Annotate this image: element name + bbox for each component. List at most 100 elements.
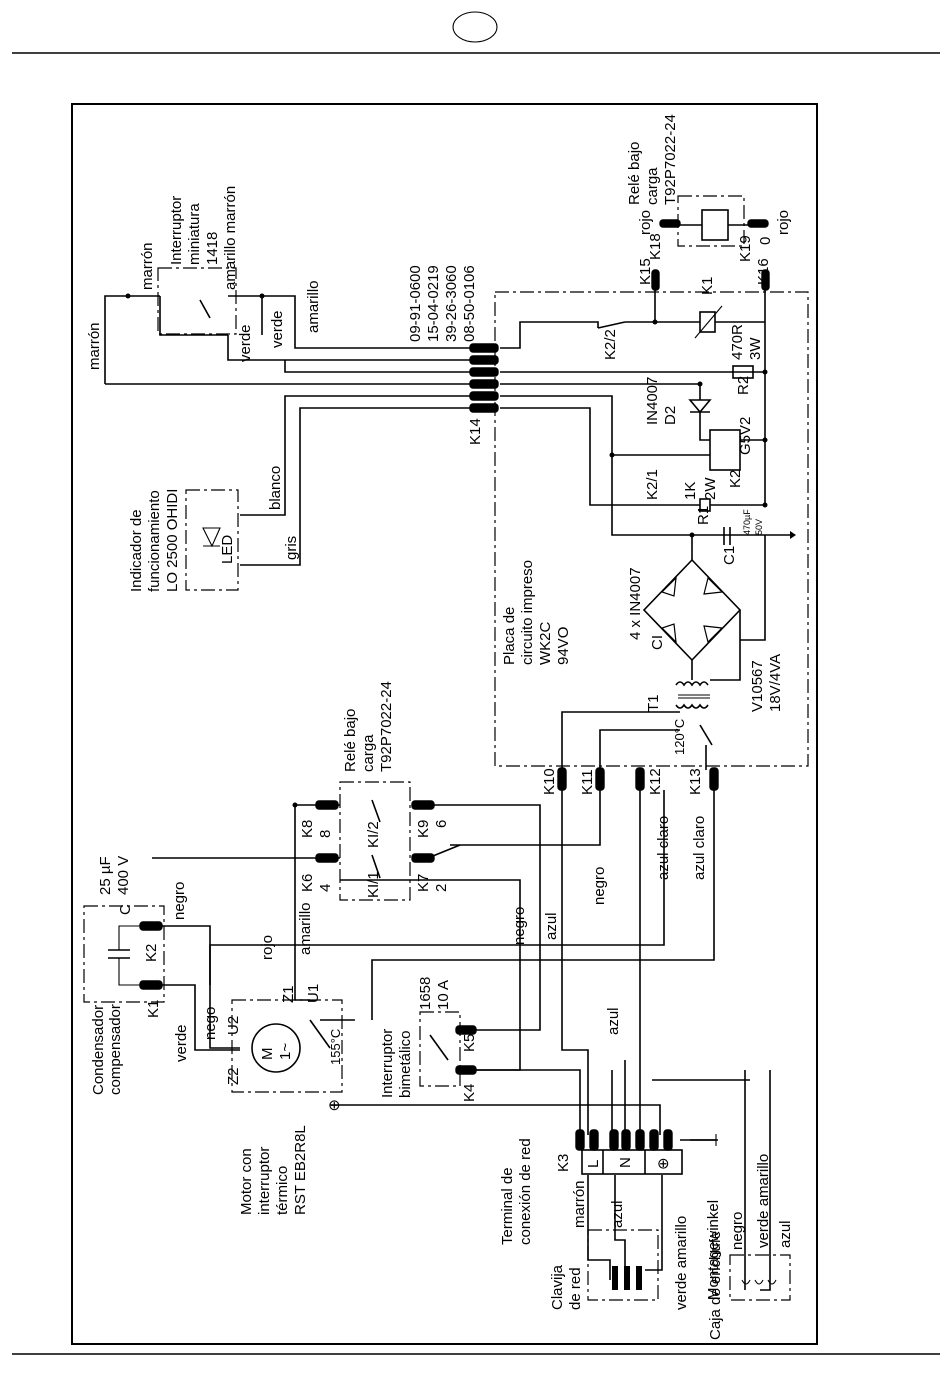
motor-thermal: 155°C	[328, 1029, 343, 1065]
motor-symbol-m: M	[259, 1048, 276, 1061]
transformer-thermal-switch	[699, 724, 713, 746]
motor-title-2: interruptor	[256, 1147, 273, 1215]
led-symbol	[202, 527, 221, 548]
pcb-code-4: 08-50-0106	[461, 265, 478, 342]
switch-title-3: 1418	[204, 232, 221, 265]
bimetal-value-2: 10 A	[435, 980, 452, 1010]
motor-title-3: térmico	[274, 1166, 291, 1215]
relay-right-k18: K18	[647, 233, 664, 260]
pcb-r2-1: 470R	[729, 324, 746, 360]
relay-left-k9: K9	[415, 820, 432, 838]
pcb-r2-3: 3W	[747, 337, 764, 360]
diagram-frame	[71, 103, 818, 1345]
motor-circle	[251, 1023, 301, 1073]
resistor-r2	[732, 365, 754, 379]
condensador-title-2: compensador	[107, 1004, 124, 1095]
plug-title-1: Clavija	[549, 1264, 566, 1310]
led-indicator-box	[185, 489, 239, 591]
motor-title-1: Motor con	[238, 1148, 255, 1215]
relay-left-box	[339, 781, 411, 901]
relay-left-k7: K7	[415, 874, 432, 892]
junction-dots	[125, 293, 768, 808]
pcb-title-2: circuito impreso	[519, 560, 536, 665]
relay-left-title-3: T92P7022-24	[378, 681, 395, 772]
transformer-secondary	[675, 703, 709, 709]
svg-text:rojo: rojo	[259, 935, 276, 960]
mains-terminal-block	[581, 1149, 683, 1175]
condensador-value-1: 25 µF	[97, 856, 114, 895]
svg-text:azul: azul	[543, 912, 560, 940]
socket-title: Caja de enchufe	[707, 1231, 724, 1340]
pcb-k16: K16	[755, 258, 772, 285]
bimetal-k4: K4	[461, 1084, 478, 1102]
relay-right-box	[677, 195, 745, 247]
pcb-code-2: 15-04-0219	[425, 265, 442, 342]
terminal-l: L	[585, 1160, 602, 1168]
pcb-k21: K2/1	[644, 469, 661, 500]
motor-pe-symbol: ⊕	[328, 1097, 341, 1114]
pcb-k12: K12	[647, 768, 664, 795]
plug-title-2: de red	[567, 1267, 584, 1310]
svg-text:verde: verde	[237, 324, 254, 362]
pcb-c1-value-2: 50V	[754, 519, 764, 535]
motor-thermal-switch	[309, 1019, 331, 1049]
svg-text:azul: azul	[605, 1007, 622, 1035]
bimetal-contact	[429, 1034, 449, 1061]
svg-text:verde amarillo: verde amarillo	[755, 1154, 772, 1248]
motor-z2: Z2	[225, 1067, 242, 1085]
pcb-transformer-1: V10567	[749, 660, 766, 712]
bridge-rectifier	[642, 558, 742, 662]
pcb-code-3: 39-26-3060	[443, 265, 460, 342]
relay-left-n8: 8	[317, 830, 334, 838]
svg-text:marrón: marrón	[86, 322, 103, 370]
svg-text:nego: nego	[202, 1007, 219, 1040]
indicator-title-2: funcionamiento	[146, 490, 163, 592]
relay-left-contact-1	[371, 854, 381, 879]
pcb-outline	[494, 291, 809, 767]
miniature-switch-contact	[199, 299, 211, 319]
svg-text:gris: gris	[283, 536, 300, 560]
svg-text:verde: verde	[269, 310, 286, 348]
relay-left-n4: 4	[317, 884, 334, 892]
relay-left-k8: K8	[299, 820, 316, 838]
svg-text:marrón: marrón	[571, 1180, 588, 1228]
motor-u2: U2	[225, 1016, 242, 1035]
indicator-title-1: Indicador de	[128, 509, 145, 592]
relay-left-n6: 6	[433, 820, 450, 828]
pcb-r1-3: 2W	[702, 477, 719, 500]
svg-text:negro: negro	[729, 1212, 746, 1250]
condensador-value-2: 400 V	[115, 856, 132, 895]
relay-left-contact-2	[371, 799, 381, 823]
pcb-r1-2: R1	[695, 506, 712, 525]
bimetal-title-1: Interruptor	[379, 1029, 396, 1098]
svg-text:azul: azul	[777, 1220, 794, 1248]
pcb-title-1: Placa de	[501, 607, 518, 665]
svg-text:negro: negro	[591, 867, 608, 905]
connector-pins	[139, 219, 770, 1151]
pcb-c1: C1	[721, 546, 738, 565]
labels: Condensador compensador 25 µF 400 V C K1…	[86, 114, 794, 1340]
pcb-r1-1: 1K	[682, 482, 699, 500]
socket-box	[729, 1254, 791, 1301]
bimetal-value-1: 1658	[417, 977, 434, 1010]
pcb-transformer-2: 18V/4VA	[767, 654, 784, 712]
miniature-switch-box	[157, 267, 237, 335]
svg-text:amarillo: amarillo	[297, 902, 314, 955]
capacitor-box	[83, 905, 165, 1003]
bimetal-title-2: bimetálico	[397, 1030, 414, 1098]
switch-title-1: Interruptor	[168, 196, 185, 265]
bimetal-k5: K5	[461, 1034, 478, 1052]
switch-colors: amarillo marrón	[222, 186, 239, 290]
resistor-r1	[699, 498, 711, 512]
pcb-k2: K2	[727, 470, 744, 488]
transformer-primary	[675, 681, 709, 687]
terminal-n: N	[617, 1157, 634, 1168]
pcb-k13: K13	[687, 768, 704, 795]
pcb-d2-2: D2	[662, 406, 679, 425]
relay-right-title-2: carga	[644, 167, 661, 205]
pcb-c1-bridge: CI	[649, 635, 666, 650]
pcb-title-3: WK2C	[537, 621, 554, 665]
svg-text:negro: negro	[171, 882, 188, 920]
svg-text:azul claro: azul claro	[691, 816, 708, 880]
condensador-k2: K2	[143, 944, 160, 962]
